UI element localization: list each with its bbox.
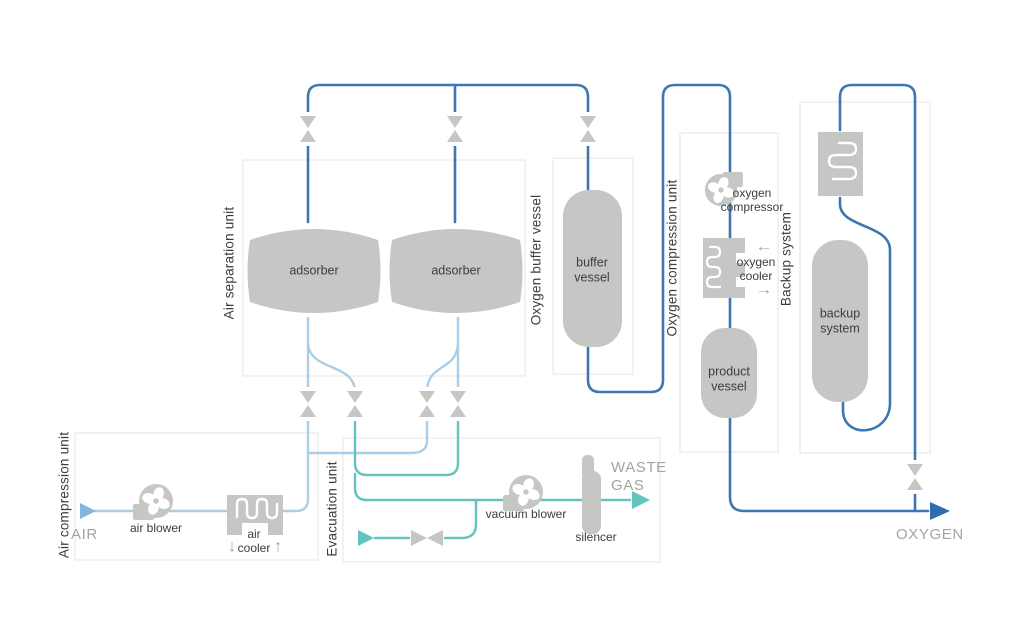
air-stream-label: AIR: [71, 526, 98, 543]
valve-adsorber1-exhaust-icon: [344, 387, 366, 421]
adsorber-1-vessel: [247, 229, 381, 313]
product-vessel: [701, 328, 757, 418]
product-vessel-label: product vessel: [708, 364, 750, 394]
valve-adsorber1-feed-icon: [297, 387, 319, 421]
air-blower-label: air blower: [129, 520, 183, 535]
adsorber-1-label: adsorber: [289, 263, 339, 278]
backup-vessel-label-line2: system: [820, 321, 860, 335]
pipe-backup-loop: [838, 83, 917, 513]
bypass-valve-icon: [411, 530, 443, 546]
valve-buffer-top-icon: [577, 112, 599, 146]
pipe-air-feed: [93, 316, 460, 513]
backup-heat-exchanger-icon: [818, 132, 863, 196]
valve-adsorber2-exhaust-icon: [447, 387, 469, 421]
buffer-vessel: [563, 190, 622, 347]
waste-gas-label-line1: WASTE: [611, 459, 667, 476]
product-vessel-label-line2: vessel: [711, 379, 747, 393]
unit-label-oxygen-buffer: Oxygen buffer vessel: [528, 194, 544, 326]
backup-vessel-label-line1: backup: [819, 306, 861, 321]
oxygen-compressor-label-line1: oxygen: [732, 185, 772, 200]
air-cooler-label-line2: cooler: [237, 541, 271, 555]
oxygen-cooler-label-line1: oxygen: [736, 254, 776, 269]
oxygen-stream-label: OXYGEN: [896, 526, 964, 543]
oxygen-cooler-label-line2: cooler: [739, 269, 773, 283]
oxygen-cooler-icon: [703, 238, 745, 298]
product-vessel-label-line1: product: [708, 364, 750, 379]
valve-backup-outlet-icon: [904, 460, 926, 494]
valve-adsorber2-feed-icon: [416, 387, 438, 421]
adsorber-2-vessel: [389, 229, 523, 313]
adsorber-2-label: adsorber: [431, 263, 481, 278]
air-cooler-coolant-in-icon: ↑: [273, 536, 283, 556]
valve-adsorber1-top-icon: [297, 112, 319, 146]
buffer-vessel-label: buffer vessel: [574, 255, 609, 285]
oxygen-cooler-label: oxygen cooler: [737, 255, 776, 283]
silencer-icon: [582, 455, 601, 534]
air-inlet-arrow-icon: [80, 503, 96, 519]
buffer-vessel-label-line2: vessel: [574, 270, 610, 284]
unit-label-oxygen-compression: Oxygen compression unit: [664, 179, 680, 337]
waste-gas-label: WASTE GAS: [611, 459, 667, 495]
silencer-label: silencer: [575, 529, 617, 544]
vacuum-blower-label: vacuum blower: [485, 506, 567, 521]
pipe-oxygen-main: [306, 83, 930, 513]
waste-gas-label-line2: GAS: [611, 477, 645, 494]
oxygen-compressor-label-line2: compressor: [720, 200, 784, 214]
backup-vessel-label: backup system: [820, 306, 860, 336]
valve-adsorber2-top-icon: [444, 112, 466, 146]
pipe-evacuation: [353, 415, 632, 540]
air-cooler-label-line1: air: [247, 526, 261, 541]
air-cooler-icon: [227, 495, 283, 535]
oxygen-cooler-coolant-in-icon: ←: [755, 236, 773, 256]
air-cooler-label: air cooler: [238, 527, 271, 555]
oxygen-cooler-coolant-out-icon: →: [755, 279, 773, 299]
unit-label-air-compression: Air compression unit: [56, 431, 72, 559]
buffer-vessel-label-line1: buffer: [576, 255, 608, 270]
unit-label-air-separation: Air separation unit: [221, 206, 237, 320]
unit-label-evacuation: Evacuation unit: [324, 461, 340, 557]
bypass-inlet-arrow-icon: [358, 530, 374, 546]
backup-vessel: [812, 240, 868, 402]
waste-gas-arrow-icon: [632, 491, 650, 509]
air-cooler-coolant-out-icon: ↓: [227, 536, 237, 556]
unit-label-backup-system: Backup system: [778, 211, 794, 307]
oxygen-outlet-arrow-icon: [930, 502, 950, 520]
oxygen-compressor-label: oxygen compressor: [721, 186, 784, 214]
